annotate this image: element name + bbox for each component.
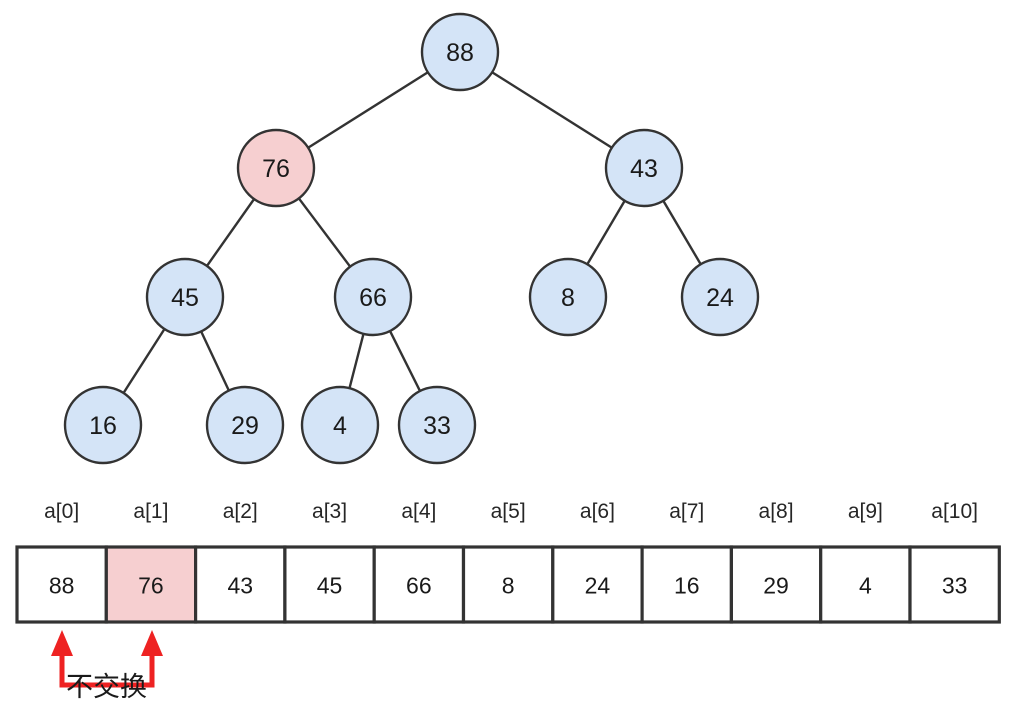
tree-node-circle-8 bbox=[528, 257, 608, 337]
array-index-label-9: a[9] bbox=[848, 500, 883, 523]
tree-node-label-43: 43 bbox=[630, 155, 658, 183]
array-cell-1[interactable]: 76 bbox=[104, 545, 198, 624]
tree-edge-76-to-45 bbox=[205, 197, 256, 268]
tree-edge-88-to-43 bbox=[490, 70, 614, 150]
array-cell-value-7: 16 bbox=[674, 573, 700, 599]
array-cell-5[interactable]: 8 bbox=[461, 545, 555, 624]
array-index-label-10: a[10] bbox=[931, 500, 978, 523]
tree-edge-43-to-24 bbox=[661, 199, 703, 266]
array-cell-box-0 bbox=[15, 545, 108, 624]
array-cell-box-9 bbox=[819, 545, 912, 624]
tree-node-circle-4 bbox=[300, 385, 380, 465]
array-cell-box-6 bbox=[551, 545, 644, 624]
tree-node-66[interactable]: 66 bbox=[333, 257, 413, 337]
tree-node-16[interactable]: 16 bbox=[63, 385, 143, 465]
tree-edge-43-to-8 bbox=[585, 199, 627, 266]
array-index-label-2: a[2] bbox=[223, 500, 258, 523]
tree-node-label-88: 88 bbox=[446, 39, 474, 67]
array-cell-2[interactable]: 43 bbox=[194, 545, 287, 624]
tree-node-43[interactable]: 43 bbox=[604, 128, 684, 208]
tree-node-label-16: 16 bbox=[89, 412, 117, 440]
array-cell-value-3: 45 bbox=[317, 573, 343, 599]
tree-node-circle-24 bbox=[680, 257, 760, 337]
array-cell-4[interactable]: 66 bbox=[372, 545, 466, 624]
tree-node-circle-29 bbox=[205, 385, 285, 465]
array-cell-value-8: 29 bbox=[763, 573, 789, 599]
tree-node-8[interactable]: 8 bbox=[528, 257, 608, 337]
tree-edge-66-to-4 bbox=[348, 332, 365, 390]
annotation-arrow-head-0 bbox=[51, 630, 73, 656]
tree-node-label-45: 45 bbox=[171, 284, 199, 312]
tree-node-label-33: 33 bbox=[423, 412, 451, 440]
array-index-label-6: a[6] bbox=[580, 500, 615, 523]
array-cell-0[interactable]: 88 bbox=[15, 545, 108, 624]
tree-node-label-24: 24 bbox=[706, 284, 734, 312]
annotation-group: 不交换 bbox=[51, 630, 163, 702]
array-cell-10[interactable]: 33 bbox=[908, 545, 1001, 624]
tree-node-circle-88 bbox=[420, 12, 500, 92]
tree-node-label-8: 8 bbox=[561, 284, 575, 312]
array-cell-value-2: 43 bbox=[227, 573, 253, 599]
array-cell-value-6: 24 bbox=[585, 573, 611, 599]
tree-node-circle-16 bbox=[63, 385, 143, 465]
tree-node-circle-33 bbox=[397, 385, 477, 465]
tree-edge-88-to-76 bbox=[306, 70, 430, 150]
tree-node-4[interactable]: 4 bbox=[300, 385, 380, 465]
tree-node-24[interactable]: 24 bbox=[680, 257, 760, 337]
tree-edge-76-to-66 bbox=[297, 196, 352, 269]
tree-node-label-66: 66 bbox=[359, 284, 387, 312]
tree-node-label-4: 4 bbox=[333, 412, 347, 440]
array-cell-box-2 bbox=[194, 545, 287, 624]
tree-edge-45-to-29 bbox=[199, 329, 231, 393]
array-cell-6[interactable]: 24 bbox=[551, 545, 644, 624]
annotation-caption: 不交换 bbox=[66, 672, 147, 702]
tree-edges-group bbox=[121, 70, 703, 395]
array-index-label-7: a[7] bbox=[669, 500, 704, 523]
array-cell-9[interactable]: 4 bbox=[819, 545, 912, 624]
array-cell-value-5: 8 bbox=[502, 573, 515, 599]
array-cell-value-0: 88 bbox=[49, 573, 75, 599]
array-cell-value-9: 4 bbox=[859, 573, 872, 599]
array-index-label-5: a[5] bbox=[491, 500, 526, 523]
tree-node-29[interactable]: 29 bbox=[205, 385, 285, 465]
array-cell-3[interactable]: 45 bbox=[283, 545, 376, 624]
array-cell-value-1: 76 bbox=[138, 573, 164, 599]
tree-node-label-29: 29 bbox=[231, 412, 259, 440]
array-cell-box-3 bbox=[283, 545, 376, 624]
array-cell-value-10: 33 bbox=[942, 573, 968, 599]
tree-node-circle-45 bbox=[145, 257, 225, 337]
array-cell-8[interactable]: 29 bbox=[729, 545, 823, 624]
array-cell-value-4: 66 bbox=[406, 573, 432, 599]
array-index-label-4: a[4] bbox=[401, 500, 436, 523]
tree-node-88[interactable]: 88 bbox=[420, 12, 500, 92]
array-index-label-0: a[0] bbox=[44, 500, 79, 523]
array-index-label-1: a[1] bbox=[133, 500, 168, 523]
tree-node-label-76: 76 bbox=[262, 155, 290, 183]
array-cell-box-7 bbox=[640, 545, 733, 624]
tree-nodes-group: 88 76 43 45 66 8 24 16 29 4 33 bbox=[63, 12, 760, 465]
tree-node-circle-66 bbox=[333, 257, 413, 337]
tree-edge-66-to-33 bbox=[388, 329, 422, 393]
tree-node-33[interactable]: 33 bbox=[397, 385, 477, 465]
tree-edge-45-to-16 bbox=[121, 327, 167, 395]
array-cell-box-10 bbox=[908, 545, 1001, 624]
array-index-label-3: a[3] bbox=[312, 500, 347, 523]
array-cell-7[interactable]: 16 bbox=[640, 545, 733, 624]
array-index-label-8: a[8] bbox=[759, 500, 794, 523]
tree-node-76[interactable]: 76 bbox=[236, 128, 316, 208]
tree-node-circle-76 bbox=[236, 128, 316, 208]
annotation-arrow-head-1 bbox=[141, 630, 163, 656]
array-cell-box-8 bbox=[729, 545, 823, 624]
tree-node-circle-43 bbox=[604, 128, 684, 208]
tree-node-45[interactable]: 45 bbox=[145, 257, 225, 337]
array-cells-group: 88 76 43 45 66 8 24 16 29 4 33 bbox=[15, 545, 1001, 624]
array-cell-box-5 bbox=[461, 545, 555, 624]
array-index-labels-group: a[0] a[1] a[2] a[3] a[4] a[5] a[6] a[7] a[8] a[9]… bbox=[44, 500, 978, 523]
